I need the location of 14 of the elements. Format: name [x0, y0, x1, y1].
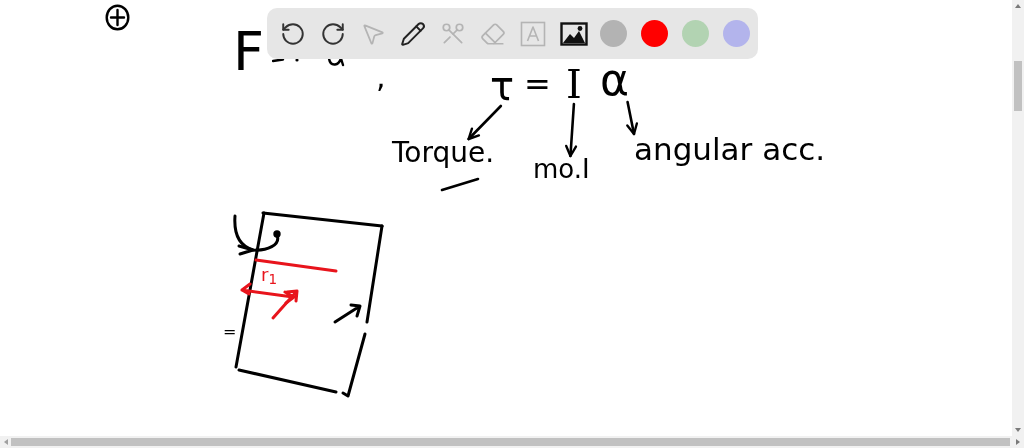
handwritten-note: angular acc. [634, 134, 826, 165]
handwritten-note: Torque. [392, 139, 495, 167]
equals-sign: = [524, 68, 551, 100]
equals-sign: = [223, 324, 237, 340]
comma-mark: , [376, 62, 386, 92]
formula-symbol: τ [490, 66, 515, 106]
arrow [565, 102, 578, 158]
formula-symbol: I [566, 64, 582, 104]
formula-symbol: α [600, 58, 629, 102]
vector-label: r$_{1}$ [261, 266, 277, 284]
handwritten-letter: F [233, 25, 265, 79]
arrow [626, 100, 639, 136]
arrow [467, 104, 503, 141]
handwritten-note: mo.I [533, 156, 590, 182]
